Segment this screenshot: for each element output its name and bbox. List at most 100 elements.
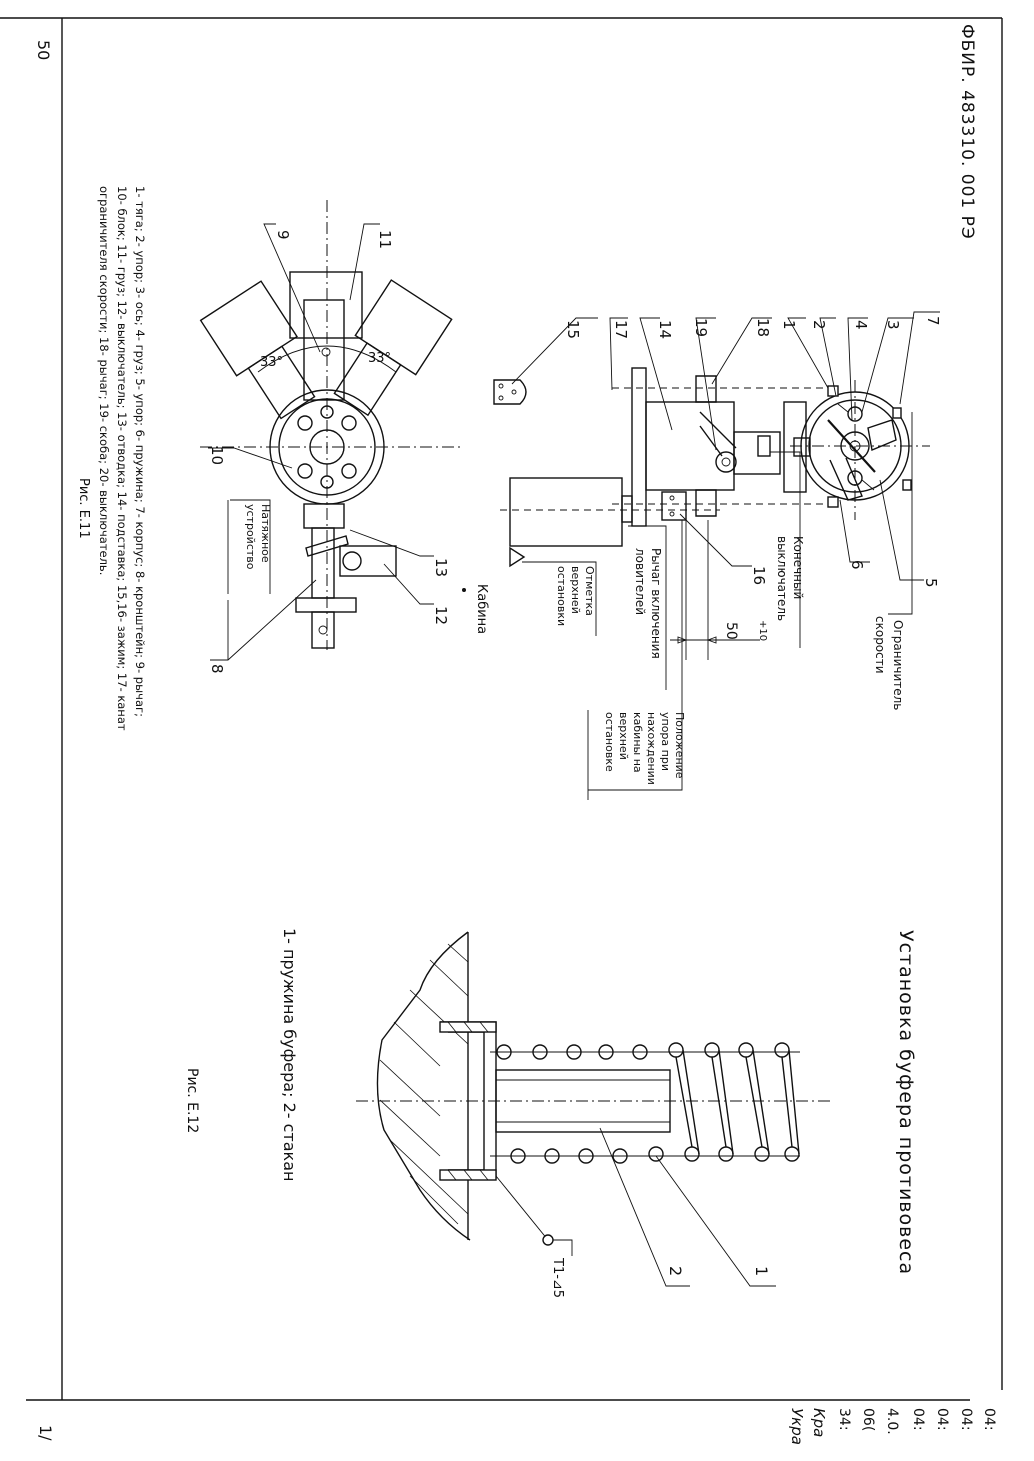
- callout-3: 3: [884, 320, 902, 330]
- callout-1: 1: [780, 320, 798, 330]
- lever-19-pin: [721, 457, 731, 467]
- limiter-bolt: [892, 407, 902, 419]
- margin-note: 04:: [981, 1408, 997, 1431]
- angle-left: 33°: [260, 355, 283, 370]
- label-stop-position-3: нахождении: [645, 712, 658, 785]
- label-stop-position-6: остановке: [603, 712, 616, 772]
- leader-spring: [655, 1155, 776, 1287]
- leader-top-stop: [522, 561, 597, 636]
- fig-e12-caption: Рис. Е.12: [184, 1068, 200, 1133]
- lower-bracket: [303, 503, 345, 529]
- margin-note: 04:: [910, 1408, 926, 1431]
- fig-e11-drawing: 50 +10 33°: [199, 200, 930, 800]
- callout-9: 9: [274, 230, 292, 240]
- limiter-details: [837, 403, 875, 491]
- limiter-bracket: [783, 401, 807, 493]
- leader-speed-limiter: [888, 412, 913, 615]
- fig-e12-labels: Установка буфера противовеса 1- пружина …: [184, 928, 917, 1298]
- switch-12: [339, 545, 397, 577]
- limiter-stop: [867, 419, 897, 451]
- legend-line-1: 1- тяга; 2- упор; 3- ось; 4- груз; 5- уп…: [133, 186, 147, 717]
- weight-position-right: [333, 279, 453, 417]
- limiter-bolt: [827, 496, 839, 508]
- stand-14: [645, 401, 735, 491]
- lever-19-arms: [699, 411, 737, 457]
- label-tensioner-1: Натяжное: [259, 504, 272, 563]
- label-cabin: Кабина: [474, 584, 489, 634]
- tensioner-beam: [295, 597, 357, 613]
- callout-10: 10: [208, 446, 226, 465]
- callout-19: 19: [692, 318, 710, 337]
- dimension-value: 50: [723, 622, 739, 640]
- pull-13: [305, 535, 349, 557]
- label-stop-position-2: упора при: [659, 712, 672, 771]
- leader-lever: [628, 525, 667, 690]
- bracket-8: [311, 527, 335, 599]
- fig-e12-callout-1: 1: [752, 1266, 771, 1276]
- limit-switch-body: [733, 431, 781, 475]
- fig-e12-legend: 1- пружина буфера; 2- стакан: [280, 928, 299, 1181]
- legend-line-3: ограничителя скорости; 18- рычаг; 19- ск…: [97, 186, 111, 575]
- margin-note: 04:: [958, 1408, 974, 1431]
- top-stop-marker: [509, 546, 526, 568]
- cabin-box: [509, 477, 623, 547]
- callout-8: 8: [208, 664, 226, 674]
- fig-e12-title: Установка буфера противовеса: [895, 930, 917, 1275]
- label-lever-2: ловителей: [633, 548, 647, 615]
- weight-position-left: [199, 280, 316, 420]
- fig-e11-callout-numbers: 1 2 3 4 5 6 7 8 9 10 11 12 13 14 15 16 1…: [208, 230, 942, 674]
- limiter-spring: [829, 457, 863, 501]
- base-hatch: [379, 943, 469, 1225]
- leader-stop-position: [588, 519, 683, 791]
- label-top-stop-2: верхней: [569, 566, 582, 614]
- page-number: 50: [34, 40, 53, 60]
- leader-weld: [495, 1175, 573, 1256]
- margin-note: 06(: [860, 1408, 876, 1431]
- label-tensioner-2: устройство: [244, 504, 257, 570]
- dimension-tolerance: +10: [757, 620, 768, 641]
- label-limit-switch-1: Конечный: [791, 536, 805, 599]
- callout-15: 15: [564, 320, 582, 339]
- fig-e12-drawing: [356, 931, 830, 1287]
- margin-note: Кра: [810, 1408, 828, 1437]
- fig-e11-labels: Ограничитель скорости Конечный выключате…: [244, 504, 905, 785]
- margin-note: 4.0.: [884, 1408, 900, 1435]
- cabin-stop: [621, 495, 633, 523]
- leader-tensioner: [230, 499, 271, 594]
- lever-18-top: [695, 375, 717, 403]
- callout-2: 2: [810, 320, 828, 330]
- bottom-mark: 1/: [36, 1425, 55, 1441]
- lever-9: [303, 299, 345, 401]
- lever-18-bottom: [695, 489, 717, 517]
- callout-11: 11: [376, 230, 394, 249]
- limit-switch-button: [757, 435, 771, 457]
- label-top-stop-3: остановки: [555, 566, 568, 626]
- label-speed-limiter-2: скорости: [873, 616, 887, 674]
- label-stop-position-1: Положение: [673, 712, 686, 779]
- limiter-bracket-clamp: [793, 437, 811, 457]
- callout-16: 16: [750, 566, 768, 585]
- limiter-bolt: [827, 385, 839, 397]
- label-stop-position-5: верхней: [617, 712, 630, 760]
- callout-18: 18: [754, 318, 772, 337]
- label-speed-limiter-1: Ограничитель: [891, 620, 905, 710]
- lever-19-pivot: [715, 451, 737, 473]
- angle-arc: [257, 345, 397, 373]
- callout-4: 4: [852, 320, 870, 330]
- leader-limit-switch: [770, 451, 801, 648]
- fig-e11-callouts: [208, 223, 940, 661]
- margin-note: 34:: [836, 1408, 852, 1431]
- limiter-bolt: [902, 479, 912, 491]
- callout-5: 5: [922, 578, 940, 588]
- fig-e11-legend: 1- тяга; 2- упор; 3- ось; 4- груз; 5- уп…: [76, 186, 147, 731]
- angle-right: 33°: [368, 351, 391, 366]
- label-top-stop-1: Отметка: [583, 566, 596, 616]
- weld-symbol: Т1-⊿5: [550, 1257, 565, 1298]
- callout-6: 6: [848, 560, 866, 570]
- stand-plate: [631, 367, 647, 527]
- label-lever-1: Рычаг включения: [649, 548, 663, 659]
- legend-line-2: 10- блок; 11- груз; 12- выключатель; 13-…: [115, 186, 129, 731]
- tensioner-rod: [311, 611, 335, 649]
- clamp-15: [493, 379, 527, 405]
